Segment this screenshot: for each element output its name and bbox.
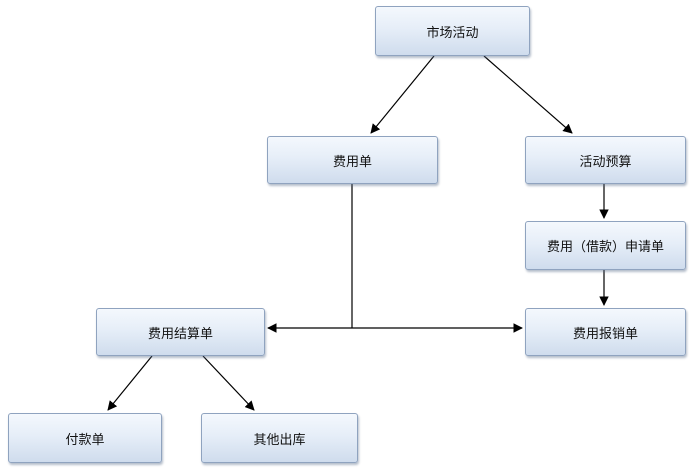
node-payment-form-label: 付款单 — [65, 432, 105, 448]
node-expense-reimbursement-label: 费用报销单 — [572, 326, 638, 342]
edge-settle-to-pay — [107, 355, 153, 411]
node-other-outbound[interactable]: 其他出库 — [201, 413, 358, 463]
node-activity-budget-label: 活动预算 — [579, 154, 632, 170]
node-other-outbound-label: 其他出库 — [253, 432, 306, 448]
node-payment-form[interactable]: 付款单 — [8, 413, 162, 463]
node-market-activity-label: 市场活动 — [426, 25, 479, 41]
node-loan-request-label: 费用（借款）申请单 — [546, 240, 664, 255]
node-expense-form-label: 费用单 — [332, 154, 372, 170]
node-expense-form[interactable]: 费用单 — [267, 136, 438, 184]
node-expense-settlement-label: 费用结算单 — [147, 326, 213, 342]
edge-settle-to-other — [202, 355, 255, 411]
edge-market-to-budget — [483, 55, 573, 134]
node-market-activity[interactable]: 市场活动 — [375, 6, 530, 56]
node-expense-reimbursement[interactable]: 费用报销单 — [525, 308, 686, 356]
node-loan-request[interactable]: 费用（借款）申请单 — [525, 221, 686, 270]
node-activity-budget[interactable]: 活动预算 — [525, 136, 686, 184]
edge-market-to-expense — [370, 55, 435, 134]
node-expense-settlement[interactable]: 费用结算单 — [96, 308, 265, 356]
